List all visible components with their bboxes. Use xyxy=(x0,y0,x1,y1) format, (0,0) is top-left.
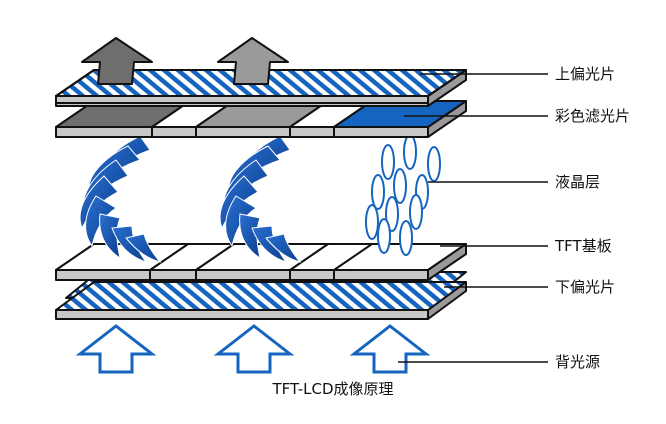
output-light-arrow-dark xyxy=(81,37,153,85)
liquid-crystal-helix-middle xyxy=(219,135,302,263)
backlight-arrows xyxy=(75,324,431,374)
output-light-arrow-light xyxy=(217,37,289,85)
label-color-filter: 彩色滤光片 xyxy=(555,107,631,125)
label-liquid-crystal: 液晶层 xyxy=(555,173,601,191)
diagram-caption: TFT-LCD成像原理 xyxy=(272,380,394,398)
leader-lines xyxy=(398,73,548,363)
label-tft-substrate: TFT基板 xyxy=(555,237,612,255)
tft-substrate xyxy=(55,243,467,281)
color-filter xyxy=(55,100,467,138)
liquid-crystal-helix-left xyxy=(79,135,162,263)
upper-polarizer-edge xyxy=(55,95,429,104)
label-upper-polarizer: 上偏光片 xyxy=(555,65,616,83)
label-lower-polarizer: 下偏光片 xyxy=(555,278,616,296)
liquid-crystal-molecules xyxy=(365,134,441,256)
label-backlight: 背光源 xyxy=(555,353,601,371)
